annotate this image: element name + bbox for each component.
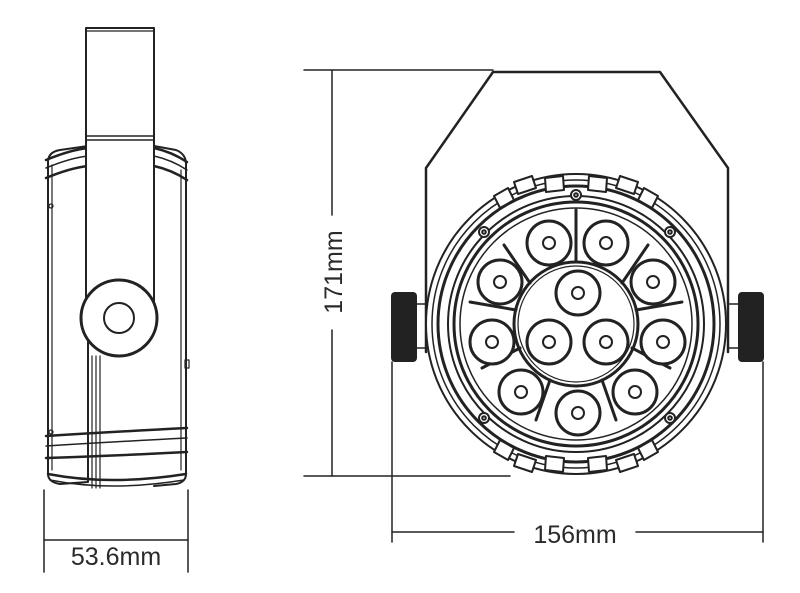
led [497,368,545,416]
side-pivot-knob [79,278,159,358]
led [554,269,602,317]
front-view [391,70,764,475]
led [554,389,602,437]
led [525,318,573,366]
led [525,219,573,267]
led [611,368,659,416]
side-body [44,145,190,489]
depth-dimension [43,489,189,573]
led [476,258,524,306]
height-dimension [303,69,511,477]
width-dimension-label: 156mm [533,521,616,549]
depth-dimension-label: 53.6mm [71,543,161,571]
left-tilt-knob [391,292,427,362]
led [639,318,687,366]
side-view [44,27,190,489]
led [468,318,516,366]
height-dimension-label: 171mm [320,230,348,313]
front-yoke-bracket [424,70,730,354]
led [629,258,677,306]
led [582,318,630,366]
width-dimension [391,361,764,543]
led-array [468,219,687,437]
right-tilt-knob [727,292,764,362]
led [582,219,630,267]
